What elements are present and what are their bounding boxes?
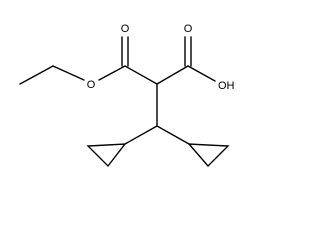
bond-methine-left-ring: [124, 125, 158, 145]
bond-ether-o-ester-c: [98, 65, 126, 81]
bond-alpha-c-acid-c: [156, 65, 189, 85]
acid-hydroxyl-label: OH: [218, 80, 235, 92]
bond-acid-c-oh: [187, 65, 216, 82]
ester-carbonyl-oxygen-label: O: [121, 23, 130, 35]
bond-ester-c-alpha-c: [124, 65, 158, 85]
bond-methylene-ether-o: [52, 65, 85, 81]
right-cyclopropyl-ring: [187, 143, 230, 168]
chemical-structure: O O O OH: [19, 23, 235, 168]
bond-methyl-methylene: [19, 65, 54, 85]
acid-carbonyl-oxygen-label: O: [184, 23, 193, 35]
bond-methine-right-ring: [156, 125, 190, 145]
ester-ether-oxygen-label: O: [87, 79, 96, 91]
left-cyclopropyl-ring: [86, 143, 127, 168]
